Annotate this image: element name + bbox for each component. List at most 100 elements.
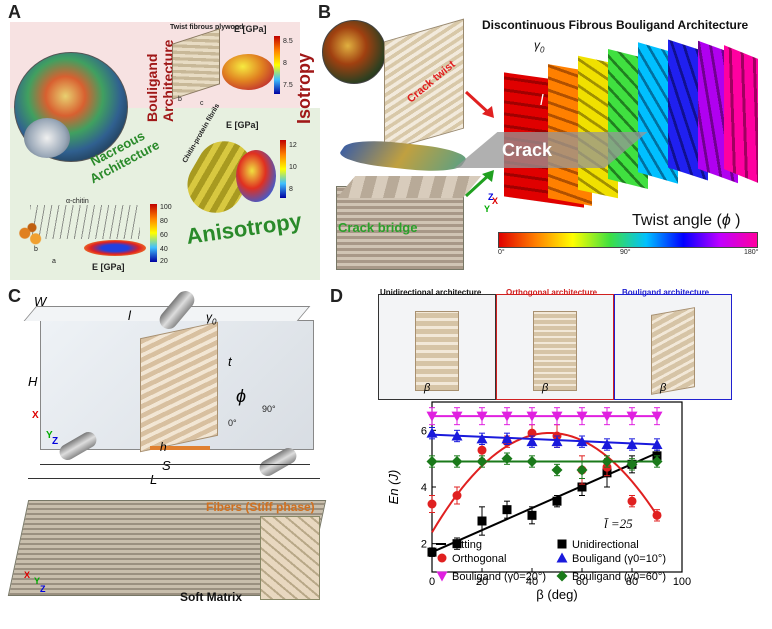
nacre-layer <box>334 137 472 175</box>
crack-label: Crack <box>502 140 553 160</box>
crack-bridge-label: Crack bridge <box>338 220 418 235</box>
isotropy-heading: Isotropy <box>294 52 314 124</box>
axis-c-top: c <box>200 100 204 107</box>
data-point <box>526 456 538 467</box>
data-point <box>501 453 513 465</box>
fit-line <box>431 452 658 554</box>
data-point <box>527 428 537 438</box>
bot-tick-2: 60 <box>160 232 168 239</box>
mid-colorbar <box>280 140 286 198</box>
e-gpa-top-label: E [GPa] <box>234 24 267 34</box>
panel-b-arrows <box>464 90 494 198</box>
panel-d-label: D <box>330 286 343 306</box>
bouligand-fiber-stack <box>498 38 762 218</box>
uni-arch-fibers <box>415 311 459 391</box>
dim-S-line <box>40 464 310 465</box>
mid-tick-2: 8 <box>289 186 293 193</box>
data-point <box>476 433 488 444</box>
c2-axis-y: Y <box>34 576 41 586</box>
data-point <box>601 439 613 449</box>
fiber-length-l: l <box>540 92 544 109</box>
b-axis-z: Z <box>488 192 494 202</box>
legend-item: Bouligand (γ0=20°) <box>436 571 546 583</box>
panel-b-title: Discontinuous Fibrous Bouligand Architec… <box>482 18 749 32</box>
data-point <box>627 496 637 506</box>
top-tick-1: 8 <box>283 60 287 67</box>
data-point <box>651 411 663 422</box>
dim-H: H <box>28 374 38 389</box>
mid-tick-1: 10 <box>289 164 297 171</box>
orth-beta: β <box>542 382 549 394</box>
x-tick-label: 0 <box>429 576 435 588</box>
data-point <box>426 411 438 422</box>
data-point <box>451 456 463 467</box>
legend-label: Bouligand (γ0=10°) <box>572 553 666 565</box>
boul-beta: β <box>660 382 667 394</box>
orth-arch-box <box>496 294 614 400</box>
data-point <box>557 539 567 549</box>
data-point <box>651 456 663 467</box>
data-point <box>477 516 487 526</box>
bottom-colorbar <box>150 204 157 262</box>
e-gpa-mid-label: E [GPa] <box>226 120 259 130</box>
c-axis-z: Z <box>52 436 59 447</box>
data-point <box>626 411 638 422</box>
y-tick-label: 4 <box>421 482 427 494</box>
dim-l: l <box>128 308 131 323</box>
uni-arch-box <box>378 294 496 400</box>
axis-a-bottom: a <box>52 258 56 265</box>
data-point <box>526 411 538 422</box>
crack-bridge-top <box>336 176 482 198</box>
top-tick-2: 7.5 <box>283 82 293 89</box>
dim-h: h <box>160 440 167 454</box>
dumbbell-ellipsoid <box>84 240 146 256</box>
bot-tick-3: 40 <box>160 246 168 253</box>
boul-arch-label: Bouligand architecture <box>622 288 710 297</box>
b-axis-x: X <box>492 196 499 206</box>
axis-b-bottom: b <box>34 246 38 253</box>
twist-plywood-label: Twist fibrous plywood <box>170 24 244 31</box>
legend-label: Bouligand (γ0=60°) <box>572 571 666 583</box>
data-point <box>651 439 663 449</box>
data-point <box>476 411 488 422</box>
orth-arch-label: Orthogonal architecture <box>506 288 598 297</box>
series-group <box>426 407 663 426</box>
legend-label: Fitting <box>452 539 482 551</box>
data-point <box>556 552 568 563</box>
phi-symbol: ϕ <box>236 386 247 406</box>
data-point <box>626 458 638 470</box>
x-tick-label: 20 <box>476 576 488 588</box>
dim-S: S <box>162 458 171 473</box>
data-point <box>556 570 568 582</box>
fibers-label: Fibers (Stiff phase) <box>206 500 315 514</box>
phi-90: 90° <box>262 404 276 414</box>
data-point <box>526 436 538 447</box>
bot-tick-0: 100 <box>160 204 172 211</box>
twisted-fiber-column <box>140 321 218 453</box>
fiber-cross-section <box>260 516 320 600</box>
uni-beta: β <box>424 382 431 394</box>
data-point <box>437 553 447 563</box>
data-point <box>501 411 513 422</box>
data-point <box>427 499 437 509</box>
c-axis-y: Y <box>46 430 53 441</box>
molecule-balls <box>14 222 50 250</box>
data-point <box>576 436 588 447</box>
x-tick-label: 100 <box>673 576 691 588</box>
legend-item: Orthogonal <box>437 553 506 565</box>
twist-tick-180: 180° <box>744 249 759 256</box>
bot-tick-1: 80 <box>160 218 168 225</box>
legend-label: Orthogonal <box>452 553 506 565</box>
c-axis-x: X <box>32 410 39 421</box>
b-axis-y: Y <box>484 204 491 214</box>
c2-axis-z: Z <box>40 584 46 594</box>
data-point <box>551 436 563 447</box>
dim-gamma: γ0 <box>206 310 217 327</box>
data-point <box>601 456 613 467</box>
data-point <box>502 505 512 515</box>
data-point <box>436 571 448 582</box>
legend-item: Bouligand (γ0=60°) <box>556 570 666 583</box>
e-gpa-bottom-label: E [GPa] <box>92 262 125 272</box>
data-point <box>426 427 438 438</box>
